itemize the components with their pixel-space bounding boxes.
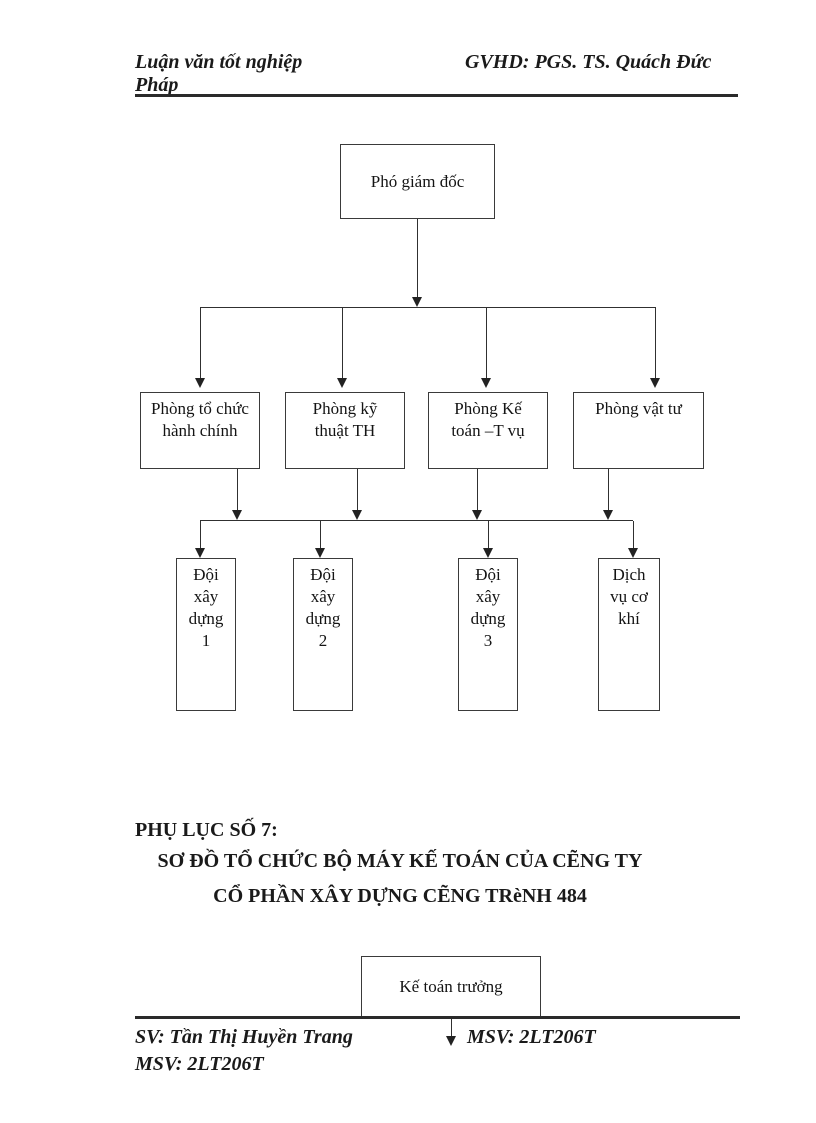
org-box-label: Phòng Kế toán –T vụ	[451, 399, 525, 440]
org-box-phong-ky-thuat: Phòng kỹ thuật TH	[285, 392, 405, 469]
connector-arrowhead	[628, 548, 638, 558]
org-box-label: Đội xây dựng 3	[470, 565, 506, 650]
org-box-phong-ke-toan: Phòng Kế toán –T vụ	[428, 392, 548, 469]
connector-line	[417, 219, 418, 297]
org-box-doi-xay-dung-2: Đội xây dựng 2	[293, 558, 353, 711]
footer-rule	[135, 1016, 740, 1019]
org-box-label: Đội xây dựng 1	[188, 565, 224, 650]
connector-arrowhead	[650, 378, 660, 388]
connector-arrowhead	[603, 510, 613, 520]
connector-arrowhead	[472, 510, 482, 520]
connector-rail	[200, 520, 633, 521]
connector-line	[477, 469, 478, 510]
connector-line	[486, 308, 487, 378]
connector-arrowhead	[352, 510, 362, 520]
connector-arrowhead	[412, 297, 422, 307]
appendix-title-line1: SƠ ĐỒ TỔ CHỨC BỘ MÁY KẾ TOÁN CỦA CẼNG TY	[157, 850, 643, 872]
header-right: GVHD: PGS. TS. Quách Đức	[465, 51, 712, 73]
org-box-ke-toan-truong: Kế toán trưởng	[361, 956, 541, 1017]
org-box-doi-xay-dung-3: Đội xây dựng 3	[458, 558, 518, 711]
footer-msv-left: MSV: 2LT206T	[135, 1053, 264, 1075]
connector-line	[608, 469, 609, 510]
org-box-label: Phòng kỹ thuật TH	[312, 399, 378, 440]
connector-arrowhead	[446, 1036, 456, 1046]
connector-arrowhead	[315, 548, 325, 558]
org-box-root-label: Phó giám đốc	[370, 171, 465, 191]
connector-line	[357, 469, 358, 510]
connector-arrowhead	[195, 378, 205, 388]
connector-line	[237, 469, 238, 510]
connector-arrowhead	[337, 378, 347, 388]
appendix-title-line2: CỔ PHẦN XÂY DỰNG CẼNG TRèNH 484	[213, 885, 587, 907]
header-left-line2: Pháp	[135, 74, 179, 96]
header-rule	[135, 94, 738, 97]
org-box-label: Dịch vụ cơ khí	[610, 565, 648, 628]
appendix-heading: PHỤ LỤC SỐ 7:	[135, 819, 278, 841]
connector-line	[200, 308, 201, 378]
org-box-phong-to-chuc: Phòng tổ chức hành chính	[140, 392, 260, 469]
connector-line	[451, 1019, 452, 1036]
connector-line	[320, 521, 321, 548]
connector-line	[655, 308, 656, 378]
org-box-label: Kế toán trưởng	[399, 976, 503, 996]
connector-arrowhead	[195, 548, 205, 558]
connector-line	[488, 521, 489, 548]
org-box-phong-vat-tu: Phòng vật tư	[573, 392, 704, 469]
connector-rail	[200, 307, 656, 308]
org-box-dich-vu-co-khi: Dịch vụ cơ khí	[598, 558, 660, 711]
header-left-line1: Luận văn tốt nghiệp	[135, 51, 303, 73]
org-box-label: Phòng vật tư	[595, 399, 682, 418]
connector-arrowhead	[232, 510, 242, 520]
connector-arrowhead	[481, 378, 491, 388]
connector-line	[200, 521, 201, 548]
org-box-doi-xay-dung-1: Đội xây dựng 1	[176, 558, 236, 711]
connector-line	[342, 308, 343, 378]
connector-arrowhead	[483, 548, 493, 558]
org-box-label: Phòng tổ chức hành chính	[151, 399, 249, 440]
header-left: Luận văn tốt nghiệp Pháp	[135, 51, 302, 97]
footer-msv-right: MSV: 2LT206T	[467, 1026, 596, 1048]
org-box-root: Phó giám đốc	[340, 144, 495, 219]
connector-line	[633, 521, 634, 548]
org-box-label: Đội xây dựng 2	[305, 565, 341, 650]
footer-student-name: SV: Tần Thị Huyền Trang	[135, 1026, 353, 1048]
